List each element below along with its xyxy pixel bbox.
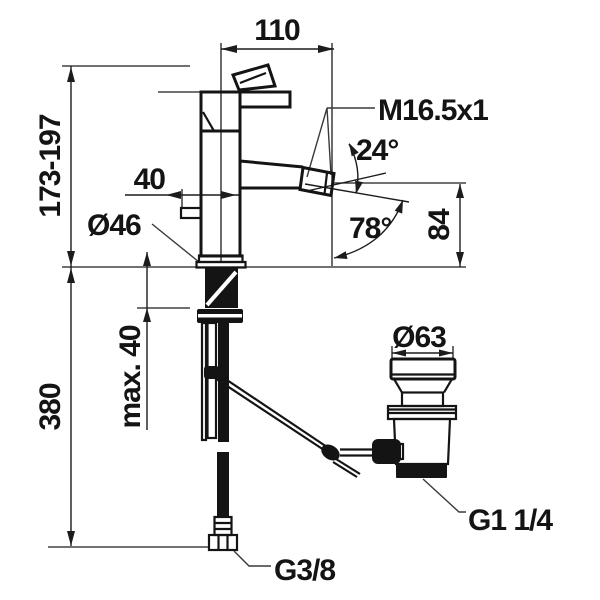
angle-annotations: 24° 78° bbox=[304, 134, 410, 259]
dim-supply-length-label: 380 bbox=[34, 383, 67, 430]
leader-line bbox=[422, 478, 466, 513]
leader-branch-right bbox=[326, 107, 332, 176]
arrowhead-bottom bbox=[456, 252, 464, 266]
arrowhead-right bbox=[221, 191, 236, 199]
dimension-max-thickness: max. 40 bbox=[114, 252, 151, 430]
reference-lines bbox=[48, 43, 466, 548]
dim-spout-reach-label: 110 bbox=[254, 14, 300, 47]
arrowhead-top bbox=[143, 252, 151, 266]
dim-knob-offset-label: 40 bbox=[134, 163, 166, 196]
arc-24-arrow-top bbox=[349, 143, 359, 157]
spray-angle-label: 78° bbox=[349, 212, 391, 245]
waste-thread-band bbox=[396, 464, 447, 478]
collar-chamfer bbox=[202, 111, 215, 132]
base-flange-lower bbox=[195, 260, 247, 269]
dim-height-range-label: 173-197 bbox=[34, 114, 67, 217]
supply-thread-label: G3/8 bbox=[274, 554, 335, 587]
dimension-supply-length: 380 bbox=[34, 267, 75, 546]
dim-max-thickness-label: max. 40 bbox=[114, 325, 147, 428]
dimension-height-range: 173-197 bbox=[34, 66, 75, 267]
leader-branch-left bbox=[306, 107, 328, 178]
arrowhead-top bbox=[456, 184, 464, 198]
plug-taper-left bbox=[393, 378, 403, 394]
faucet-body bbox=[179, 63, 336, 269]
linkage-rod-tail bbox=[335, 458, 361, 475]
popup-linkage bbox=[214, 373, 374, 478]
waste-plug-cap bbox=[389, 357, 457, 381]
ball-joint-bracket bbox=[389, 442, 405, 461]
dim-base-diameter-label: Ø46 bbox=[87, 209, 141, 242]
supply-connector-nut bbox=[207, 533, 239, 552]
dim-outlet-height-label: 84 bbox=[423, 208, 456, 241]
linkage-joint bbox=[321, 444, 340, 461]
leader-line bbox=[233, 550, 271, 567]
arc-78-arrow-bottom bbox=[334, 251, 348, 259]
nozzle-face-line bbox=[323, 172, 329, 195]
popup-knob bbox=[179, 206, 203, 220]
arrowhead-bottom bbox=[67, 531, 75, 546]
callout-outlet-thread: M16.5x1 bbox=[306, 94, 489, 178]
spray-cone-angle-label: 24° bbox=[356, 134, 398, 167]
spout-top-edge bbox=[239, 159, 304, 169]
arrowhead-right bbox=[439, 349, 453, 357]
dimension-spout-reach: 110 bbox=[221, 14, 334, 53]
dimension-base-diameter: Ø46 bbox=[87, 209, 200, 263]
outlet-thread-label: M16.5x1 bbox=[378, 94, 488, 127]
popup-waste-assembly bbox=[372, 357, 458, 478]
hose-thread-section bbox=[213, 515, 233, 537]
ball-joint-knob bbox=[372, 439, 401, 464]
hose-tail bbox=[217, 452, 229, 517]
plug-taper-right bbox=[443, 378, 453, 394]
arc-24-arrow-bottom bbox=[355, 180, 363, 194]
arrowhead-left bbox=[221, 45, 237, 53]
dim-waste-diameter-label: Ø63 bbox=[392, 321, 446, 354]
waste-neck bbox=[400, 391, 445, 408]
waste-thread-label: G1 1/4 bbox=[468, 504, 553, 537]
callout-supply-thread: G3/8 bbox=[233, 550, 336, 587]
popup-pull-rod bbox=[200, 321, 208, 442]
dimension-outlet-height: 84 bbox=[423, 184, 464, 267]
arrowhead-left bbox=[392, 349, 406, 357]
dimension-waste-diameter: Ø63 bbox=[391, 321, 454, 360]
callout-waste-thread: G1 1/4 bbox=[422, 478, 554, 537]
arrowhead-top bbox=[67, 268, 75, 283]
arrowhead-right bbox=[318, 45, 334, 53]
spray-axis-ray-up bbox=[306, 172, 387, 192]
linkage-rod-diagonal bbox=[217, 373, 331, 450]
arc-78-arrow-top bbox=[394, 200, 403, 214]
dimension-knob-offset: 40 bbox=[125, 163, 240, 199]
handle-arm bbox=[238, 90, 292, 109]
under-deck-assembly bbox=[197, 268, 243, 552]
lever-pin bbox=[230, 63, 278, 92]
arrowhead-bottom bbox=[143, 308, 151, 322]
spray-outlet-nozzle bbox=[298, 165, 336, 198]
lever-pin-edge bbox=[239, 71, 267, 85]
arrowhead-bottom bbox=[67, 251, 75, 266]
linkage-rod-tail bbox=[332, 461, 358, 478]
arrowhead-left bbox=[166, 191, 181, 199]
linkage-rod-diagonal bbox=[214, 377, 328, 453]
arrowhead-top bbox=[67, 67, 75, 82]
leader-line bbox=[151, 223, 200, 263]
shank-highlight bbox=[205, 270, 238, 307]
mounting-washer bbox=[198, 314, 242, 318]
supply-hose-left bbox=[206, 321, 218, 440]
rod-clamp bbox=[204, 366, 219, 379]
